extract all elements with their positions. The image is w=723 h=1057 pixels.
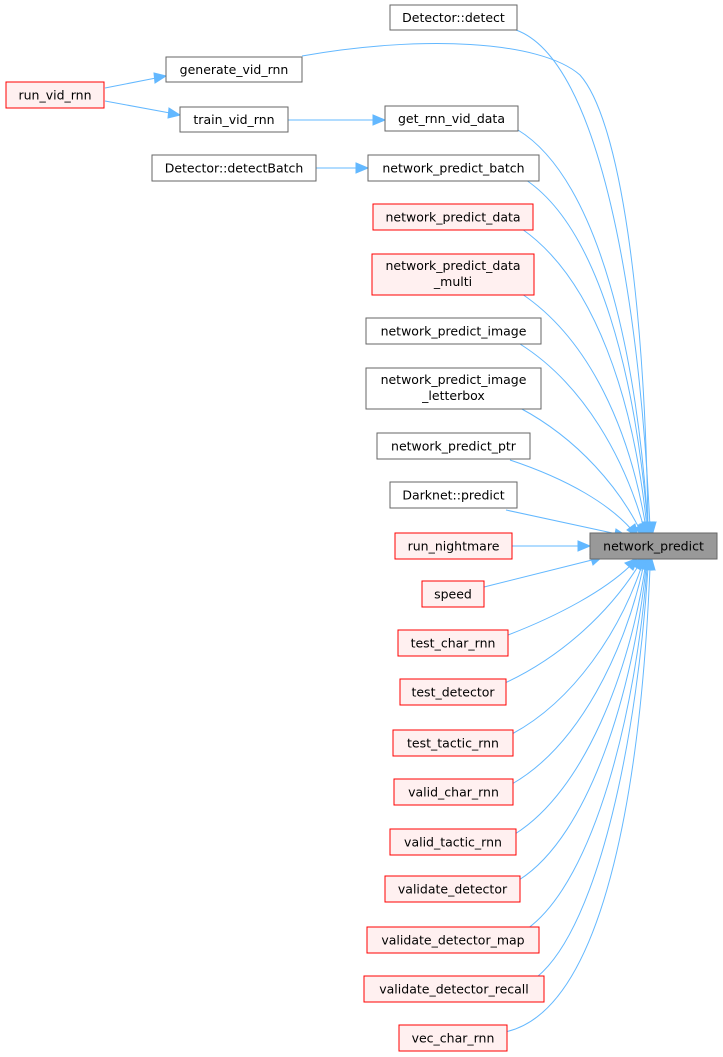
node-network-predict-data-multi[interactable]: network_predict_data _multi xyxy=(371,253,535,296)
node-label: Detector::detectBatch xyxy=(165,161,304,176)
edge-train-vid-rnn-to-get-rnn-vid-data xyxy=(288,114,387,126)
node-label: vec_char_rnn xyxy=(412,1031,495,1046)
node-vec-char-rnn[interactable]: vec_char_rnn xyxy=(398,1024,508,1052)
node-label: test_tactic_rnn xyxy=(407,736,499,751)
edge-validate-detector-to-network-predict xyxy=(518,554,652,881)
node-label: get_rnn_vid_data xyxy=(398,111,505,126)
node-network-predict[interactable]: network_predict xyxy=(589,532,718,560)
node-train-vid-rnn[interactable]: train_vid_rnn xyxy=(179,106,289,133)
edge-network-predict-image-letterbox-to-network-predict xyxy=(519,407,646,540)
node-label-line1: network_predict_image xyxy=(381,372,527,387)
node-label: Detector::detect xyxy=(402,10,505,25)
node-generate-vid-rnn[interactable]: generate_vid_rnn xyxy=(165,56,303,83)
node-label: train_vid_rnn xyxy=(193,112,274,127)
node-label: network_predict_batch xyxy=(382,161,524,176)
node-validate-detector[interactable]: validate_detector xyxy=(384,875,521,903)
edge-vec-char-rnn-to-network-predict xyxy=(504,554,656,1033)
node-detector-detectbatch[interactable]: Detector::detectBatch xyxy=(151,154,317,182)
edge-test-detector-to-network-predict xyxy=(504,555,643,684)
node-label: test_detector xyxy=(411,685,495,700)
edge-run-vid-rnn-to-train-vid-rnn xyxy=(104,100,182,119)
node-network-predict-image-letterbox[interactable]: network_predict_image _letterbox xyxy=(365,367,542,410)
node-network-predict-image[interactable]: network_predict_image xyxy=(365,317,542,345)
node-label: validate_detector_recall xyxy=(379,982,529,997)
edge-test-tactic-rnn-to-network-predict xyxy=(511,554,647,735)
node-test-tactic-rnn[interactable]: test_tactic_rnn xyxy=(392,729,514,757)
node-label: Darknet::predict xyxy=(402,488,504,503)
node-validate-detector-map[interactable]: validate_detector_map xyxy=(366,926,540,954)
node-label-line2: _letterbox xyxy=(421,388,485,403)
node-label: speed xyxy=(434,587,472,602)
edge-valid-char-rnn-to-network-predict xyxy=(511,554,649,785)
node-valid-char-rnn[interactable]: valid_char_rnn xyxy=(393,778,514,806)
node-label: run_nightmare xyxy=(408,539,500,554)
node-label: network_predict xyxy=(603,539,704,554)
node-network-predict-ptr[interactable]: network_predict_ptr xyxy=(376,432,531,460)
edge-network-predict-batch-to-network-predict xyxy=(525,179,655,538)
node-label: generate_vid_rnn xyxy=(180,62,289,77)
node-label-line1: network_predict_data xyxy=(385,258,520,273)
edge-run-vid-rnn-to-generate-vid-rnn xyxy=(104,72,168,89)
node-network-predict-batch[interactable]: network_predict_batch xyxy=(367,154,540,182)
node-validate-detector-recall[interactable]: validate_detector_recall xyxy=(363,975,545,1003)
node-label: network_predict_ptr xyxy=(391,439,517,454)
edge-test-char-rnn-to-network-predict xyxy=(507,557,639,636)
node-label: valid_tactic_rnn xyxy=(404,835,502,850)
node-label-line2: _multi xyxy=(433,274,472,289)
node-network-predict-data[interactable]: network_predict_data xyxy=(372,203,534,231)
node-valid-tactic-rnn[interactable]: valid_tactic_rnn xyxy=(389,828,517,856)
node-label: run_vid_rnn xyxy=(18,88,91,103)
edge-run-nightmare-to-network-predict xyxy=(512,540,592,552)
node-detector-detect[interactable]: Detector::detect xyxy=(389,4,518,31)
node-test-char-rnn[interactable]: test_char_rnn xyxy=(397,629,509,657)
node-label: valid_char_rnn xyxy=(408,785,499,800)
node-get-rnn-vid-data[interactable]: get_rnn_vid_data xyxy=(384,105,519,132)
node-run-vid-rnn[interactable]: run_vid_rnn xyxy=(5,81,105,109)
node-label: test_char_rnn xyxy=(411,636,496,651)
node-speed[interactable]: speed xyxy=(421,580,485,608)
node-run-nightmare[interactable]: run_nightmare xyxy=(394,532,513,560)
edge-validate-detector-map-to-network-predict xyxy=(526,554,653,930)
node-test-detector[interactable]: test_detector xyxy=(399,678,507,706)
edge-speed-to-network-predict xyxy=(483,554,604,588)
node-label: network_predict_data xyxy=(385,210,520,225)
node-label: validate_detector_map xyxy=(381,933,524,948)
edge-network-predict-ptr-to-network-predict xyxy=(509,459,639,539)
node-label: validate_detector xyxy=(398,882,508,897)
edge-detectbatch-to-network-predict-batch xyxy=(316,162,370,174)
node-label: network_predict_image xyxy=(381,324,527,339)
node-darknet-predict[interactable]: Darknet::predict xyxy=(389,481,518,509)
edge-detector-detect-to-network-predict xyxy=(515,29,657,538)
